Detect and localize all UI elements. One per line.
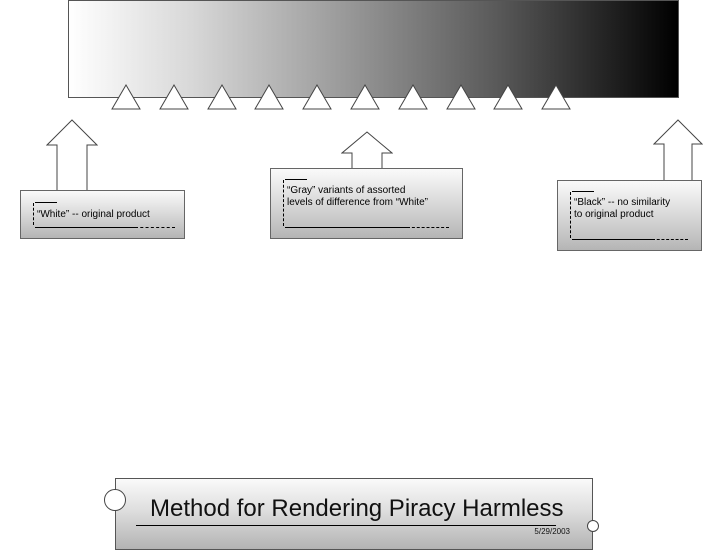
circle-ornament-large — [104, 489, 126, 511]
black-label-text-line2: to original product — [574, 209, 654, 220]
circle-ornament-small — [587, 520, 599, 532]
title-box: Method for Rendering Piracy Harmless 5/2… — [115, 478, 593, 550]
black-label-box: “Black” -- no similarity to original pro… — [557, 180, 702, 251]
gray-arrow-icon — [341, 131, 393, 171]
triangle-marker-icon — [445, 84, 476, 110]
triangle-marker-icon — [206, 84, 237, 110]
diagram-date: 5/29/2003 — [534, 527, 570, 536]
triangle-marker-icon — [302, 84, 333, 110]
triangle-marker-icon — [350, 84, 380, 110]
triangle-marker-icon — [493, 84, 524, 110]
white-label-box: “White” -- original product — [20, 190, 185, 239]
title-underline — [136, 525, 556, 526]
black-label-text-line1: “Black” -- no similarity — [574, 197, 671, 208]
triangle-marker-icon — [397, 84, 428, 110]
gradient-spectrum-bar — [68, 0, 679, 98]
diagram-title: Method for Rendering Piracy Harmless — [150, 495, 564, 522]
triangle-marker-icon — [541, 84, 572, 110]
triangle-marker-icon — [158, 84, 189, 110]
white-arrow-icon — [46, 119, 98, 193]
gray-label-text-line2: levels of difference from “White” — [287, 197, 428, 208]
triangle-marker-icon — [254, 84, 285, 110]
black-arrow-icon — [653, 119, 703, 183]
gray-label-box: “Gray” variants of assorted levels of di… — [270, 168, 463, 239]
gray-label-text-line1: “Gray” variants of assorted — [287, 185, 406, 196]
triangle-marker-icon — [111, 84, 141, 110]
white-label-text: “White” -- original product — [37, 209, 150, 220]
